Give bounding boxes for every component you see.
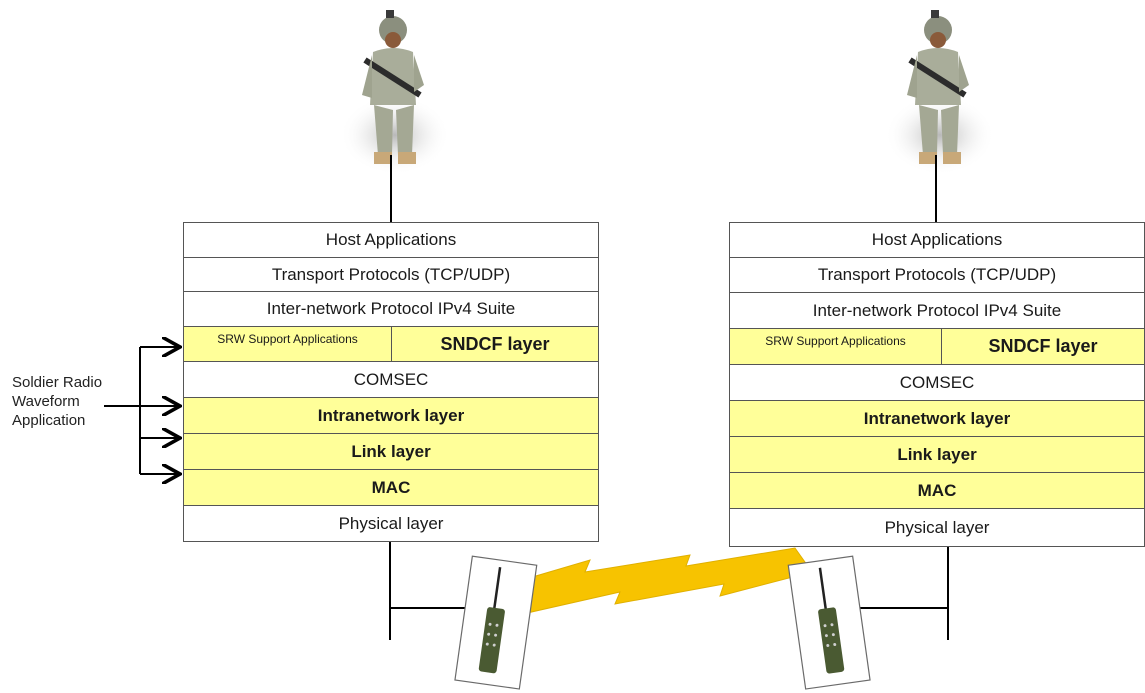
bottom-connector-left: [389, 540, 465, 640]
radio-icon-right: [787, 555, 871, 690]
layer-physical: Physical layer: [183, 505, 599, 542]
layer-host-applications: Host Applications: [729, 222, 1145, 258]
layer-internetwork-protocol: Inter-network Protocol IPv4 Suite: [729, 292, 1145, 329]
soldier-radio-waveform-label: Soldier Radio Waveform Application: [12, 373, 112, 430]
bottom-connector-right: [858, 546, 949, 640]
srw-arrows: [104, 347, 178, 474]
layer-sndcf-row: SRW Support Applications SNDCF layer: [183, 326, 599, 362]
layer-mac: MAC: [729, 472, 1145, 509]
layer-comsec: COMSEC: [183, 361, 599, 398]
protocol-stack-left: Host Applications Transport Protocols (T…: [183, 222, 599, 542]
layer-link: Link layer: [183, 433, 599, 470]
layer-transport-protocols: Transport Protocols (TCP/UDP): [729, 257, 1145, 293]
layer-intranetwork: Intranetwork layer: [183, 397, 599, 434]
wireless-link-lightning: [494, 547, 813, 619]
soldier-icon-right: [885, 10, 995, 175]
sndcf-layer: SNDCF layer: [440, 333, 550, 354]
layer-host-applications: Host Applications: [183, 222, 599, 258]
sndcf-layer: SNDCF layer: [988, 336, 1098, 356]
layer-intranetwork: Intranetwork layer: [729, 400, 1145, 437]
layer-physical: Physical layer: [729, 508, 1145, 547]
layer-internetwork-protocol: Inter-network Protocol IPv4 Suite: [183, 291, 599, 327]
layer-comsec: COMSEC: [729, 364, 1145, 401]
side-label-line3: Application: [12, 412, 86, 429]
srw-support-applications: SRW Support Applications: [730, 329, 942, 364]
srw-support-applications: SRW Support Applications: [184, 327, 392, 361]
layer-mac: MAC: [183, 469, 599, 506]
side-label-line1: Soldier Radio: [12, 374, 103, 391]
layer-link: Link layer: [729, 436, 1145, 473]
layer-transport-protocols: Transport Protocols (TCP/UDP): [183, 257, 599, 292]
radio-icon-left: [454, 555, 538, 690]
side-label-line2: Waveform: [12, 393, 80, 410]
protocol-stack-right: Host Applications Transport Protocols (T…: [729, 222, 1145, 547]
soldier-icon-left: [340, 10, 450, 175]
layer-sndcf-row: SRW Support Applications SNDCF layer: [729, 328, 1145, 365]
